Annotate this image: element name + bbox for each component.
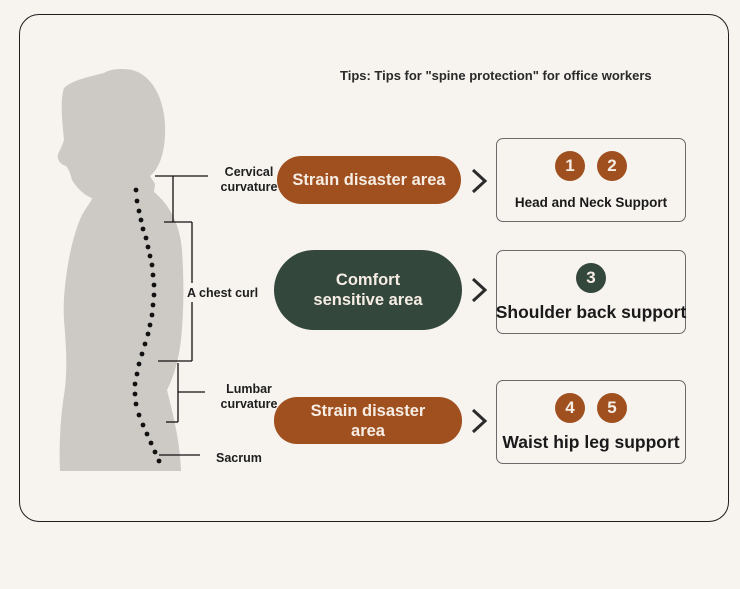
- badge-group: 1 2: [497, 151, 685, 181]
- support-box-head-neck: 1 2 Head and Neck Support: [496, 138, 686, 222]
- cervical-label: Cervical curvature: [220, 165, 278, 194]
- chevron-right-icon: [471, 408, 488, 434]
- number-badge: 1: [555, 151, 585, 181]
- chest-label: A chest curl: [187, 286, 259, 300]
- number-badge: 4: [555, 393, 585, 423]
- support-box-waist-hip-leg: 4 5 Waist hip leg support: [496, 380, 686, 464]
- area-label: Strain disaster area: [292, 171, 446, 189]
- support-box-shoulder-back: 3 Shoulder back support: [496, 250, 686, 334]
- chevron-right-icon: [471, 168, 488, 194]
- strain-area-pill-neck: Strain disaster area: [277, 156, 461, 204]
- sacrum-label: Sacrum: [216, 451, 262, 465]
- lumbar-label: Lumbar curvature: [220, 382, 278, 411]
- comfort-area-pill: Comfort sensitive area: [274, 250, 462, 330]
- support-label: Waist hip leg support: [502, 432, 680, 452]
- area-label: Comfort sensitive area: [313, 271, 423, 309]
- number-badge: 2: [597, 151, 627, 181]
- badge-group: 3: [497, 263, 685, 293]
- support-label: Head and Neck Support: [514, 195, 668, 210]
- number-badge: 3: [576, 263, 606, 293]
- support-label: Shoulder back support: [495, 302, 687, 322]
- area-label: Strain disaster area: [310, 401, 426, 440]
- number-badge: 5: [597, 393, 627, 423]
- strain-area-pill-waist: Strain disaster area: [274, 397, 462, 444]
- chevron-right-icon: [471, 277, 488, 303]
- badge-group: 4 5: [497, 393, 685, 423]
- page-title: Tips: Tips for "spine protection" for of…: [340, 68, 652, 83]
